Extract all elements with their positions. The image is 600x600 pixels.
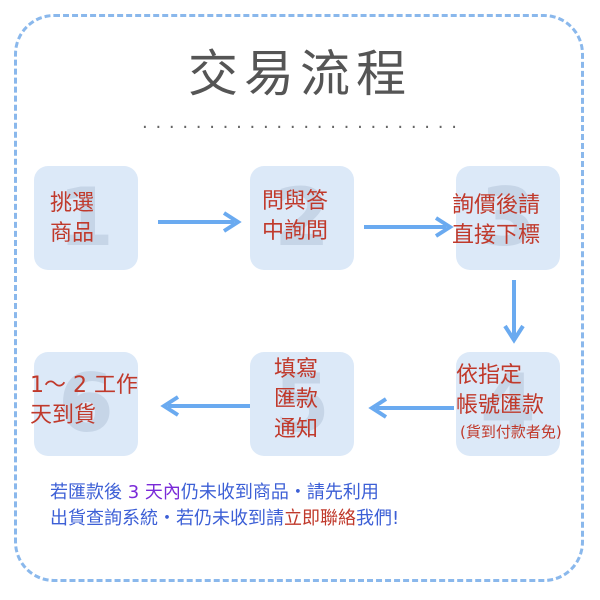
step-1-label-line2: 商品	[50, 221, 95, 246]
page-title: 交易流程	[188, 45, 412, 103]
note-text-4: 我們!	[356, 508, 400, 529]
step-2-number: 2	[274, 171, 330, 264]
arrow-left-1-icon	[368, 397, 454, 419]
step-6-box: 6	[34, 352, 138, 456]
step-3-number: 3	[480, 171, 536, 264]
arrow-left-2-icon	[160, 395, 250, 417]
step-4-box: 4	[456, 352, 560, 456]
step-5-label-line2: 匯款	[274, 387, 319, 412]
step-4-label-line1: 依指定	[456, 363, 523, 388]
step-5-box: 5	[250, 352, 354, 456]
step-1-label-line1: 挑選	[50, 191, 95, 216]
delivery-note: 若匯款後 3 天內仍未收到商品・請先利用 出貨查詢系統・若仍未收到請立即聯絡我們…	[50, 480, 570, 532]
note-text-1: 若匯款後	[50, 482, 128, 503]
step-4-note: (貨到付款者免)	[460, 423, 562, 441]
step-2-label-line1: 問與答	[262, 189, 329, 214]
arrow-down-icon	[503, 280, 525, 344]
step-2-label-line2: 中詢問	[262, 219, 329, 244]
step-5-label-line3: 通知	[274, 417, 319, 442]
step-4-number: 4	[480, 357, 536, 450]
step-1-number: 1	[58, 171, 114, 264]
note-text-2: 仍未收到商品・請先利用	[180, 482, 379, 503]
step-6-number: 6	[58, 357, 114, 450]
step-3-label-line1: 詢價後請	[452, 193, 541, 218]
step-5-number: 5	[274, 357, 330, 450]
step-4-label-line2: 帳號匯款	[456, 393, 545, 418]
note-emphasis-days: 3 天內	[127, 482, 181, 503]
step-1-box: 1	[34, 166, 138, 270]
step-3-box: 3	[456, 166, 560, 270]
step-6-label-line2: 天到貨	[30, 403, 97, 428]
arrow-right-2-icon	[364, 216, 454, 238]
dotted-divider: · · · · · · · · · · · · · · · · · · · · …	[142, 122, 458, 134]
arrow-right-1-icon	[158, 211, 242, 233]
dashed-frame	[14, 14, 584, 582]
step-5-label-line1: 填寫	[274, 357, 319, 382]
note-line-1: 若匯款後 3 天內仍未收到商品・請先利用	[50, 480, 570, 506]
note-text-3: 出貨查詢系統・若仍未收到請	[50, 508, 284, 529]
step-2-box: 2	[250, 166, 354, 270]
step-6-label-line1: 1～ 2 工作	[30, 373, 138, 398]
note-emphasis-contact: 立即聯絡	[284, 508, 356, 529]
step-3-label-line2: 直接下標	[452, 223, 541, 248]
note-line-2: 出貨查詢系統・若仍未收到請立即聯絡我們!	[50, 506, 570, 532]
